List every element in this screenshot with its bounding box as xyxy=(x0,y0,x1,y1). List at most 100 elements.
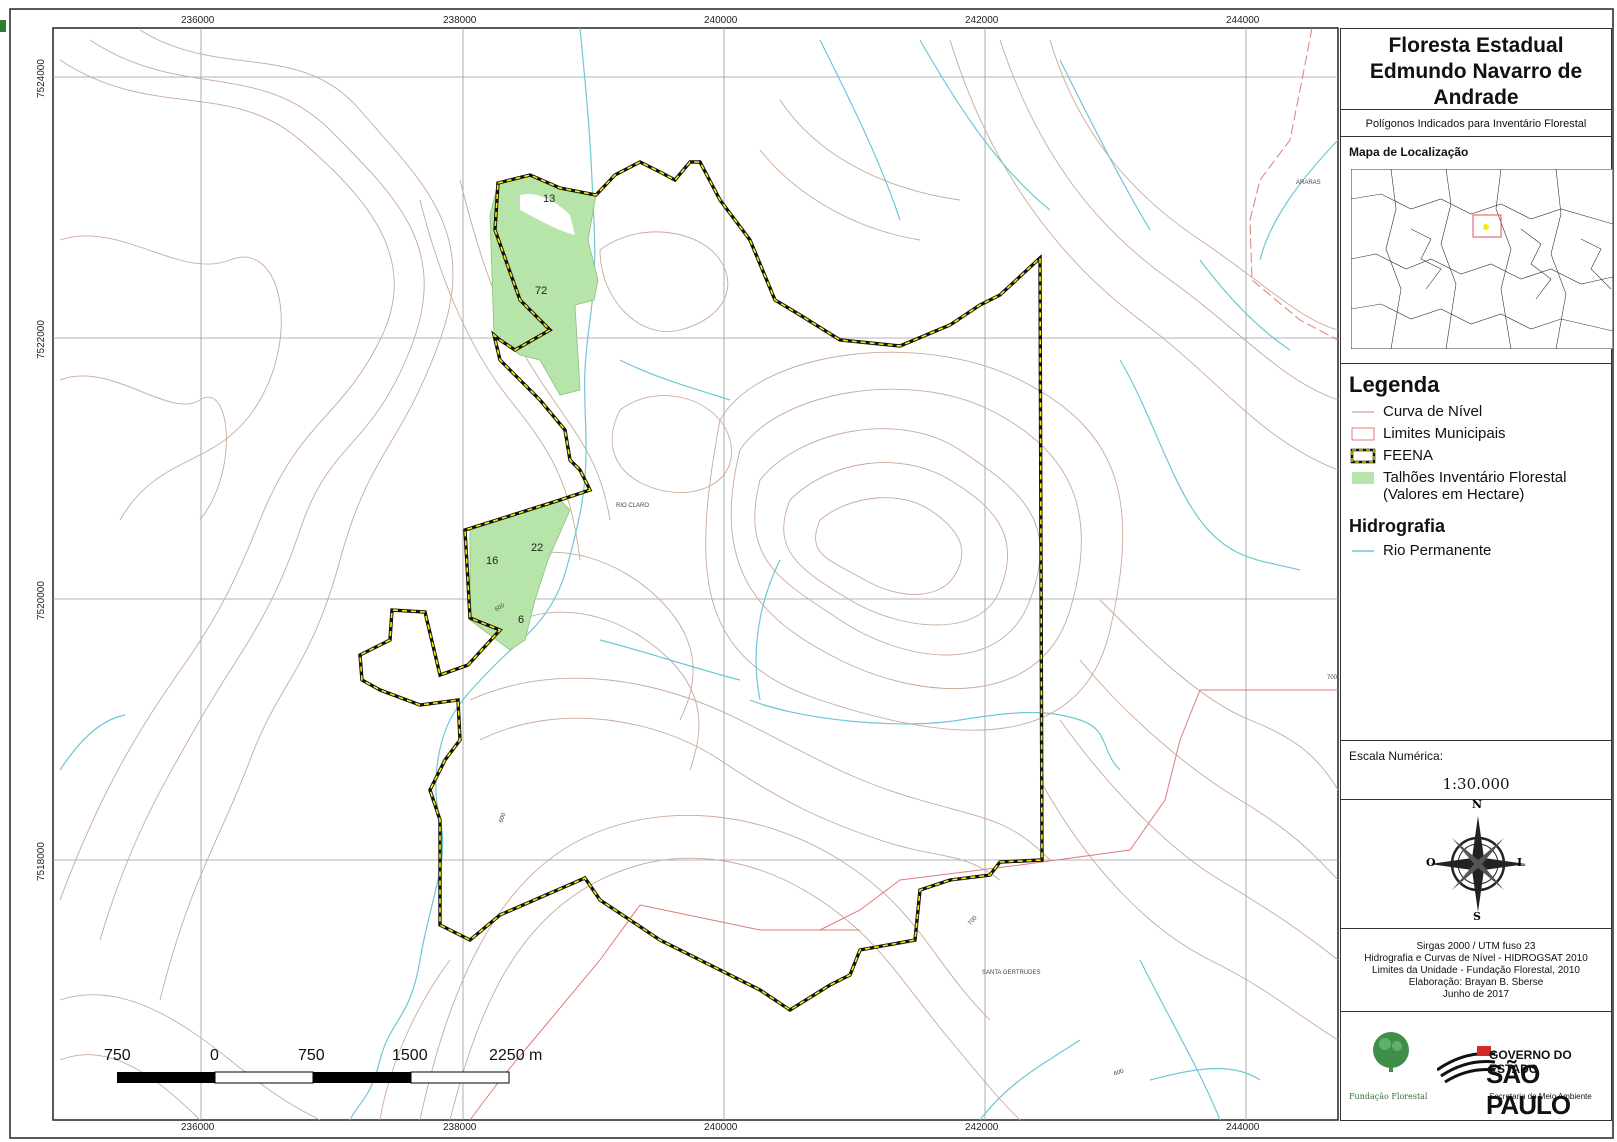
legend-item-municipal: Limites Municipais xyxy=(1383,425,1506,442)
credit-line: Hidrografia e Curvas de Nível - HIDROGSA… xyxy=(1364,953,1588,964)
location-map-panel: Mapa de Localização xyxy=(1340,136,1613,364)
contour-label: 700 xyxy=(1327,675,1338,681)
scalebar-label: 2250 m xyxy=(489,1047,543,1064)
scale-panel: Escala Numérica: 1:30.000 xyxy=(1340,740,1612,800)
compass-n: N xyxy=(1472,798,1483,811)
legend-item-plots: Talhões Inventário Florestal xyxy=(1383,469,1567,486)
river xyxy=(979,1039,1081,1121)
scalebar-seg xyxy=(214,1071,314,1084)
legend-title: Legenda xyxy=(1349,372,1440,397)
gov-line1: GOVERNO DO ESTADO xyxy=(1489,1048,1572,1076)
river xyxy=(755,559,781,701)
contour-line xyxy=(759,149,921,241)
contour-line xyxy=(379,959,451,1121)
fundacao-florestal-logo-icon xyxy=(1373,1032,1409,1072)
contour-line xyxy=(1099,599,1339,791)
contour-line xyxy=(59,375,227,521)
municipal-boundary xyxy=(1249,27,1339,341)
map-title: Floresta Estadual Edmundo Navarro de And… xyxy=(1340,28,1612,110)
location-map-title: Mapa de Localização xyxy=(1349,145,1469,159)
x-label-bottom: 242000 xyxy=(965,1122,999,1133)
plot-label: 6 xyxy=(518,614,525,626)
municipal-boundary xyxy=(819,689,1338,931)
contour-line xyxy=(1039,779,1339,1041)
contour-line xyxy=(89,39,425,941)
contour-line xyxy=(815,497,963,595)
title-line: Floresta Estadual xyxy=(1388,34,1564,57)
map-frame xyxy=(52,27,1339,1121)
legend-swatch-feena xyxy=(1350,448,1376,464)
corner-mark xyxy=(0,20,6,32)
x-label-top: 242000 xyxy=(965,15,999,26)
legend-item-plots-units: (Valores em Hectare) xyxy=(1383,486,1525,503)
scalebar-graphic xyxy=(117,1071,510,1084)
x-label-bottom: 244000 xyxy=(1226,1122,1260,1133)
compass-rose-icon xyxy=(1430,816,1526,912)
place-label-araras: ARARAS xyxy=(1296,180,1321,186)
river xyxy=(1139,959,1221,1121)
contour-line xyxy=(949,39,1339,471)
scalebar-label: 750 xyxy=(104,1047,131,1064)
contour-line xyxy=(59,994,321,1121)
location-map xyxy=(1351,169,1613,349)
municipal-boundary xyxy=(469,904,641,1121)
gov-line2: SÃO PAULO xyxy=(1486,1059,1571,1120)
credit-line: Limites da Unidade - Fundação Florestal,… xyxy=(1372,965,1580,976)
legend-swatch-contour xyxy=(1352,411,1374,413)
river xyxy=(1119,359,1301,571)
scalebar-seg xyxy=(410,1071,510,1084)
gov-line3: Secretaria do Meio Ambiente xyxy=(1489,1092,1592,1101)
compass-panel: N S L O xyxy=(1340,798,1612,929)
legend-item-feena: FEENA xyxy=(1383,447,1434,464)
place-label-rio-claro: RIO CLARO xyxy=(616,503,650,509)
river xyxy=(1259,139,1339,261)
scale-value: 1:30.000 xyxy=(1442,775,1510,793)
river xyxy=(919,39,1051,211)
y-label: 7520000 xyxy=(36,581,47,620)
compass-e: L xyxy=(1517,856,1525,869)
river xyxy=(619,359,731,401)
credit-line: Elaboração: Brayan B. Sberse xyxy=(1408,977,1544,988)
contour-line xyxy=(1049,39,1339,331)
scalebar-seg xyxy=(117,1072,215,1083)
scale-label: Escala Numérica: xyxy=(1349,749,1444,763)
contour-line xyxy=(469,677,1051,861)
title-line: Andrade xyxy=(1433,86,1519,109)
contour-line xyxy=(783,462,1009,626)
feena-dash xyxy=(359,161,1043,1011)
x-label-bottom: 238000 xyxy=(443,1122,477,1133)
river xyxy=(349,27,596,1121)
legend-panel: Legenda Curva de Nível Limites Municipai… xyxy=(1340,363,1612,741)
contour-line xyxy=(999,39,1339,401)
contour-line xyxy=(59,1054,201,1121)
river xyxy=(1199,259,1291,351)
scalebar-seg xyxy=(313,1072,411,1083)
contour-line xyxy=(599,231,729,332)
contour-line xyxy=(705,351,1124,731)
outer-frame xyxy=(9,8,1614,1139)
river xyxy=(59,714,126,771)
place-label-santa-gertrudes: SANTA GERTRUDES xyxy=(982,970,1041,976)
contour-line xyxy=(59,235,282,521)
y-label: 7518000 xyxy=(36,842,47,881)
legend-swatch-plots xyxy=(1352,472,1374,484)
contour-line xyxy=(1059,719,1339,961)
x-label-top: 244000 xyxy=(1226,15,1260,26)
credit-line: Junho de 2017 xyxy=(1442,989,1510,1000)
plot-label: 16 xyxy=(486,555,499,567)
contour-line xyxy=(730,388,1082,689)
contour-line xyxy=(59,59,395,901)
contour-line xyxy=(611,395,732,493)
contour-line xyxy=(449,857,1021,1121)
legend-item-contour: Curva de Nível xyxy=(1383,403,1483,420)
plot-polygon xyxy=(469,499,571,651)
municipal-boundary xyxy=(639,904,860,931)
map-subtitle: Polígonos Indicados para Inventário Flor… xyxy=(1340,109,1612,137)
scalebar-label: 1500 xyxy=(392,1047,428,1064)
x-label-top: 240000 xyxy=(704,15,738,26)
credits-panel: Sirgas 2000 / UTM fuso 23 Hidrografia e … xyxy=(1340,928,1612,1012)
x-label-bottom: 236000 xyxy=(181,1122,215,1133)
river xyxy=(749,699,1121,771)
